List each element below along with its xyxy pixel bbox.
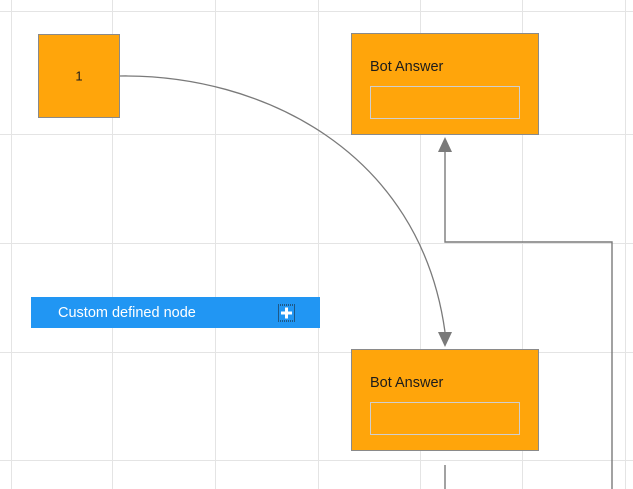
- grid-line-horizontal: [0, 243, 633, 244]
- grid-line-vertical: [11, 0, 12, 489]
- bot-answer-text-field[interactable]: [370, 86, 520, 119]
- node-number-label: 1: [75, 68, 83, 84]
- grid-line-horizontal: [0, 352, 633, 353]
- plus-icon[interactable]: [278, 304, 295, 321]
- node-bot-answer-bottom[interactable]: Bot Answer: [351, 349, 539, 451]
- grid-line-horizontal: [0, 460, 633, 461]
- grid-line-horizontal: [0, 11, 633, 12]
- node-title: Bot Answer: [370, 59, 444, 75]
- custom-defined-node-button[interactable]: Custom defined node: [31, 297, 320, 328]
- node-title: Bot Answer: [370, 375, 444, 391]
- plus-icon-vertical-bar: [285, 307, 288, 319]
- grid-line-vertical: [625, 0, 626, 489]
- grid-line-vertical: [215, 0, 216, 489]
- node-numbered-1[interactable]: 1: [38, 34, 120, 118]
- custom-defined-node-label: Custom defined node: [58, 304, 196, 321]
- bot-answer-text-field[interactable]: [370, 402, 520, 435]
- node-bot-answer-top[interactable]: Bot Answer: [351, 33, 539, 135]
- grid-line-vertical: [318, 0, 319, 489]
- grid-line-vertical: [112, 0, 113, 489]
